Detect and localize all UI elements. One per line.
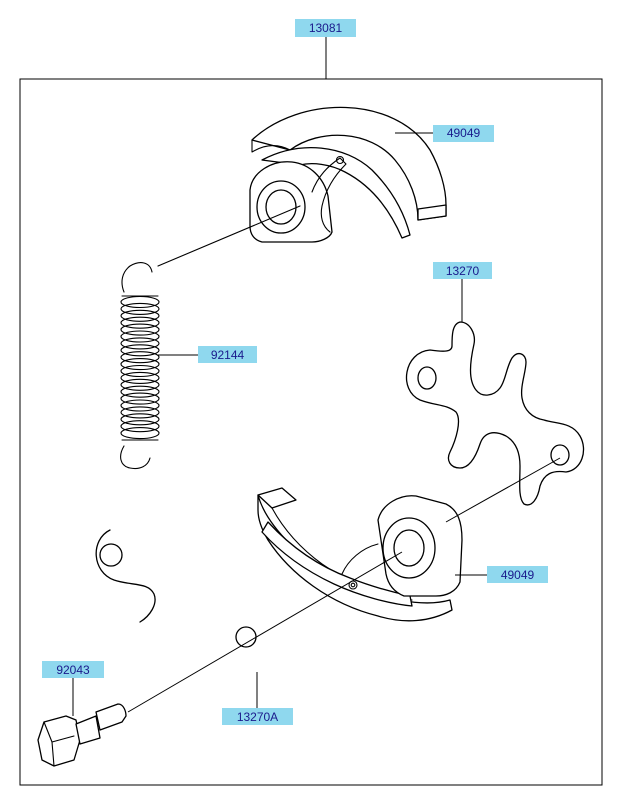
spring-coil xyxy=(120,316,160,329)
svg-text:13270: 13270 xyxy=(446,264,480,278)
svg-text:13270A: 13270A xyxy=(237,710,278,724)
spring-coil xyxy=(120,399,160,412)
spring-coil xyxy=(120,337,160,350)
svg-text:92144: 92144 xyxy=(211,348,245,362)
spring-coil xyxy=(120,420,160,433)
spring-coil xyxy=(120,413,160,426)
plate-left xyxy=(95,529,258,708)
spring-coil xyxy=(120,392,160,405)
svg-text:92043: 92043 xyxy=(56,663,90,677)
clutch-shoe-bottom xyxy=(257,487,487,622)
spring-coil xyxy=(120,427,160,440)
callout-assembly: 13081 xyxy=(295,19,356,37)
axis-line-lower xyxy=(127,551,403,713)
spring-coil xyxy=(120,385,160,398)
callout-shoe-bottom: 49049 xyxy=(487,566,548,583)
spring-coil xyxy=(120,378,160,391)
spring-coil xyxy=(120,351,160,364)
svg-text:13081: 13081 xyxy=(309,21,343,35)
callout-plate-right: 13270 xyxy=(433,262,492,279)
bolt xyxy=(37,677,127,767)
spring-coil xyxy=(120,309,160,322)
callout-plate-left: 13270A xyxy=(222,708,293,725)
spring-coil xyxy=(120,371,160,384)
assembly-frame xyxy=(19,78,603,786)
callout-spring: 92144 xyxy=(198,346,257,363)
spring-coil xyxy=(120,344,160,357)
spring-coil xyxy=(120,302,160,315)
spring-coil xyxy=(120,323,160,336)
spring xyxy=(120,205,301,470)
axis-line-right xyxy=(445,457,561,523)
spring-coil xyxy=(120,295,160,309)
callout-shoe-top: 49049 xyxy=(433,125,494,142)
spring-coil xyxy=(120,406,160,419)
spring-coil xyxy=(120,364,160,378)
svg-text:49049: 49049 xyxy=(447,126,481,140)
svg-text:49049: 49049 xyxy=(501,568,535,582)
spring-coil xyxy=(120,330,160,343)
clutch-shoe-top xyxy=(249,106,447,243)
plate-right xyxy=(405,278,585,506)
spring-coil xyxy=(120,358,160,371)
callout-bolt: 92043 xyxy=(42,661,104,678)
